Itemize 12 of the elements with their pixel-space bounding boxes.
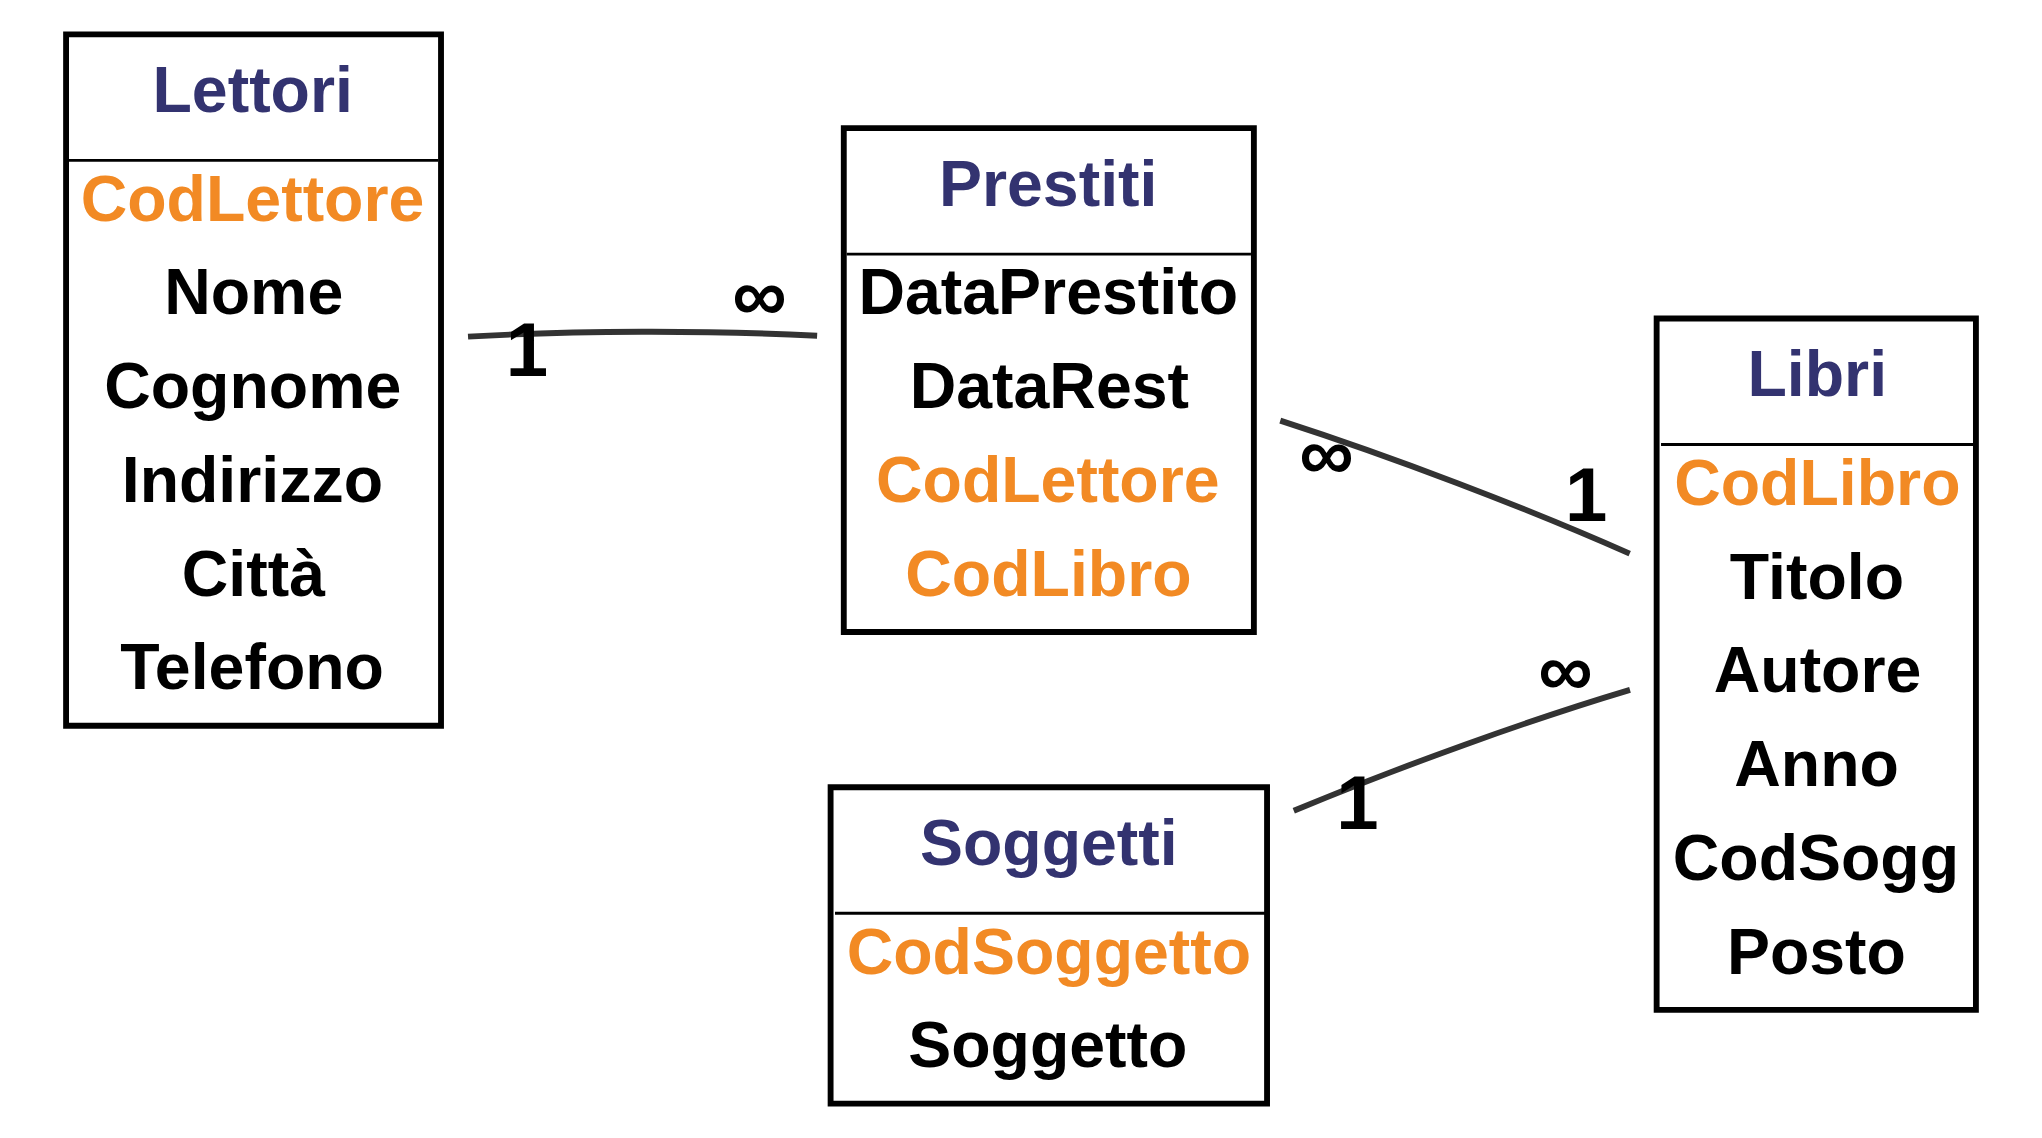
label: 1 [1565, 451, 1608, 537]
connector [467, 328, 818, 340]
label: ∞ [732, 252, 787, 338]
connector [1279, 417, 1631, 557]
node-box: Prestiti DataPrestito DataRest CodLettore CodLibro [840, 125, 1257, 635]
label: ∞ [1538, 627, 1593, 713]
node-box: Lettori CodLettore Nome Cognome Indirizzo Città Telefono [63, 31, 444, 729]
node-box: Soggetti CodSoggetto Soggetto [827, 784, 1270, 1107]
node-box: Libri CodLibro Titolo Autore Anno CodSogg Posto [1653, 315, 1979, 1013]
connector [1292, 687, 1631, 814]
label: ∞ [1299, 411, 1354, 497]
label: 1 [1336, 760, 1379, 846]
